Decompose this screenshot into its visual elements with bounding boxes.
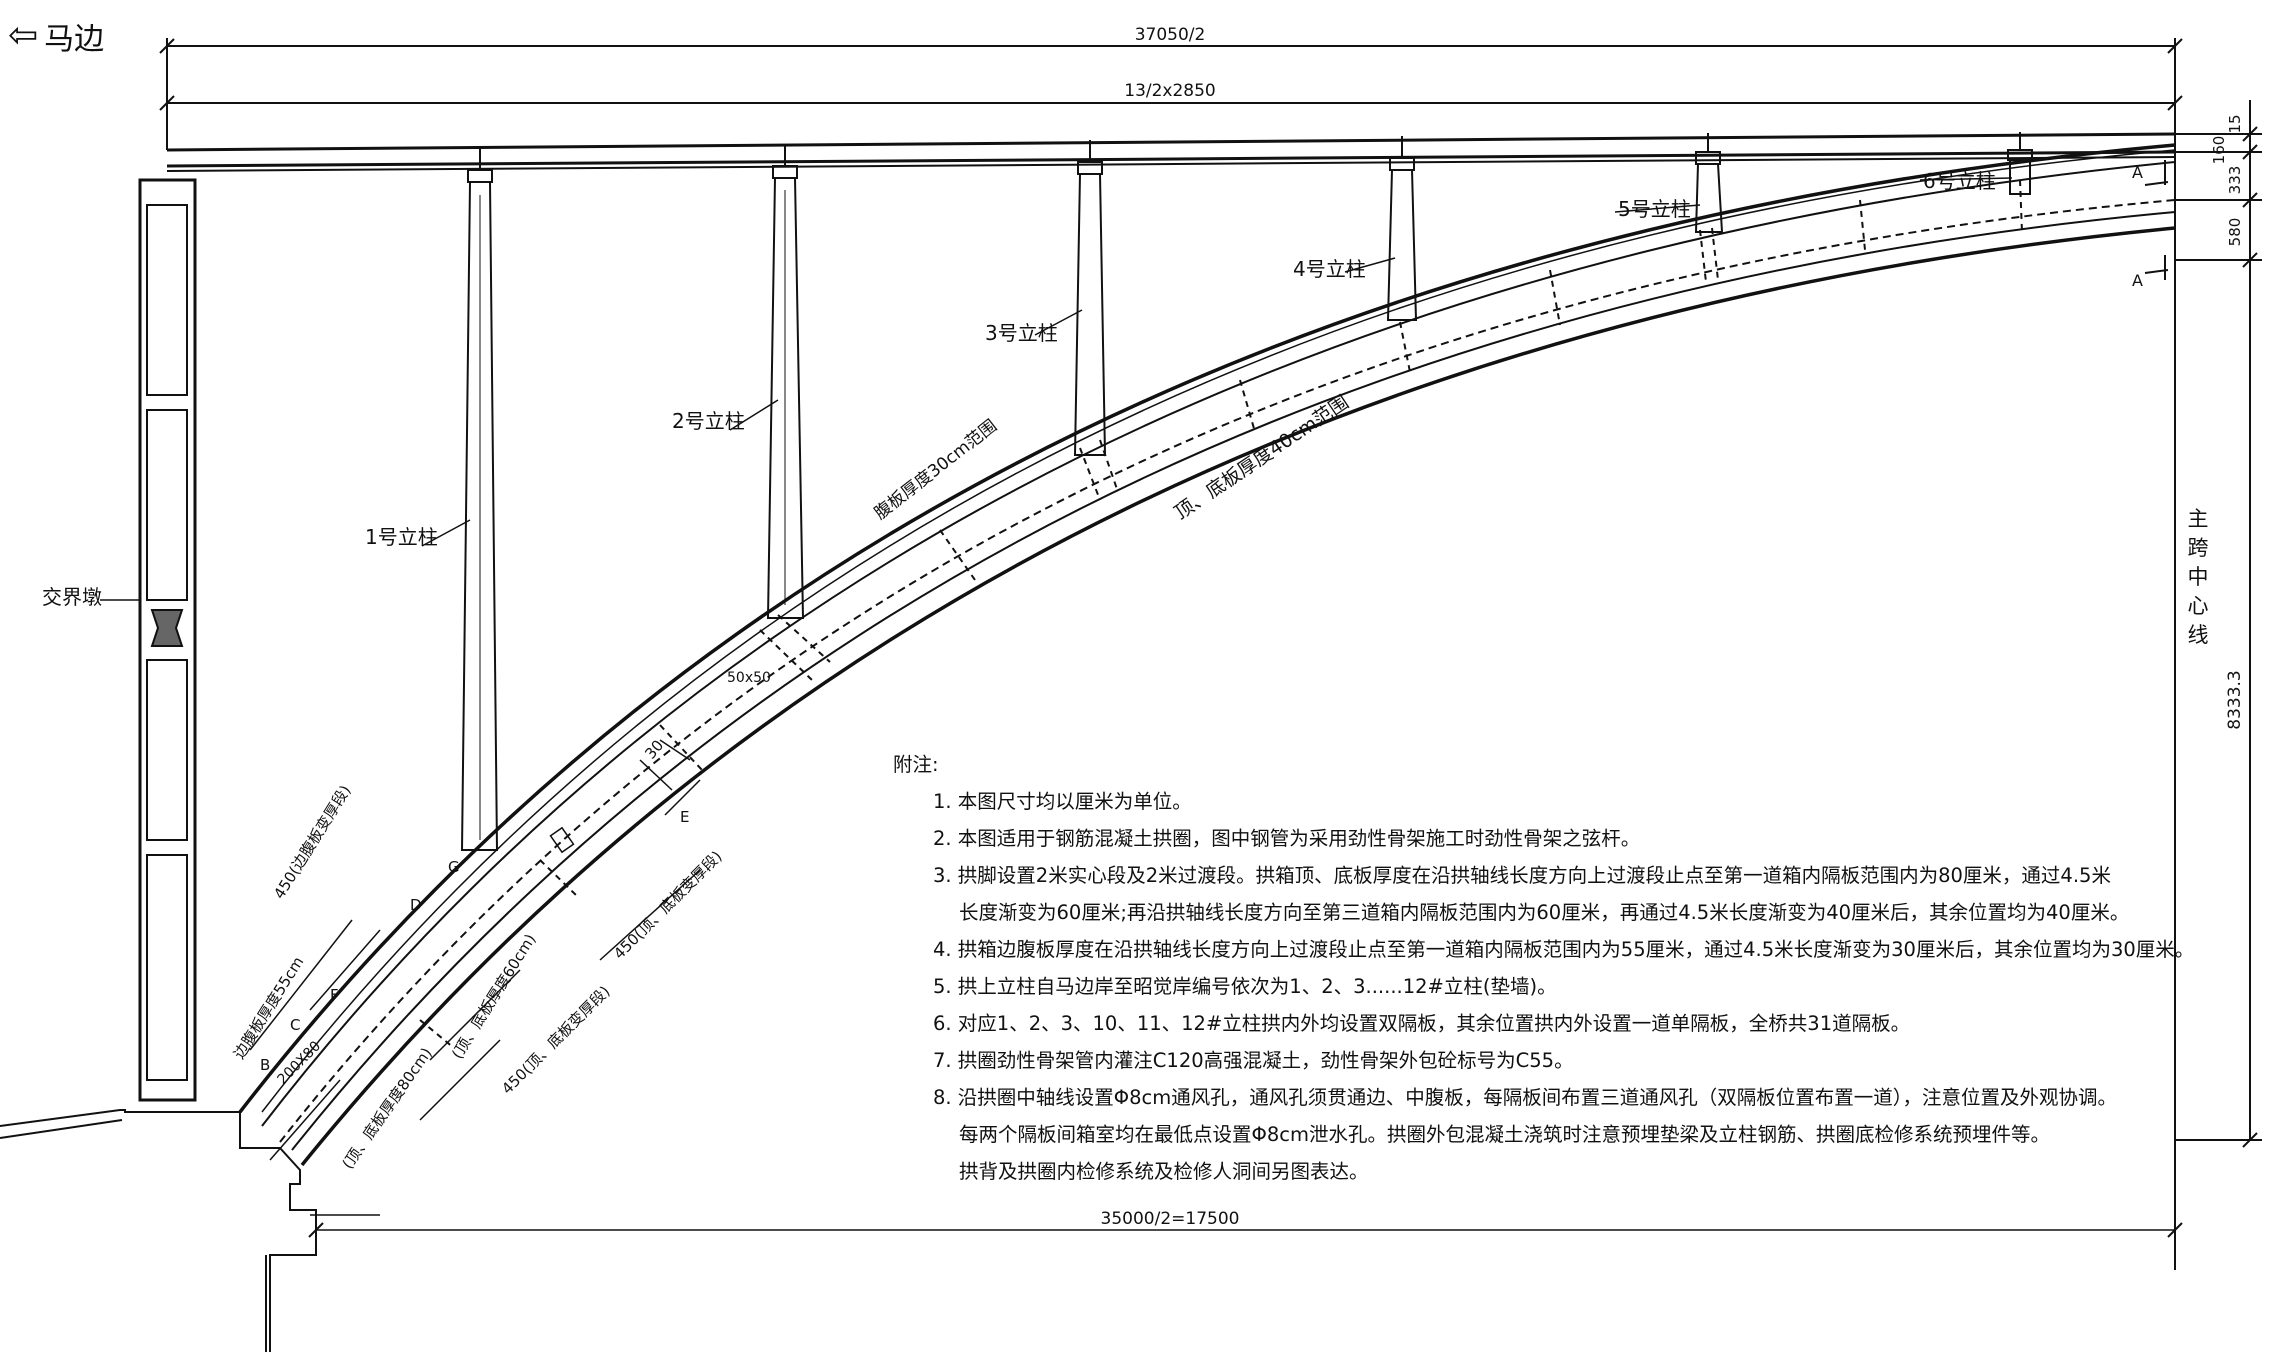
arch-ring xyxy=(238,143,2176,1167)
right-dimension-lines xyxy=(2175,100,2262,1148)
top-dimension-lines xyxy=(159,38,2183,1270)
seg-450-top-bottom-b-label: 450(顶、底板变厚段) xyxy=(498,982,614,1098)
column-2 xyxy=(766,144,805,619)
section-E-label: E xyxy=(680,808,689,826)
note-item-continuation: 拱背及拱圈内检修系统及检修人洞间另图表达。 xyxy=(959,1160,1369,1183)
back-label: 马边 xyxy=(44,22,105,57)
column-3-label: 3号立柱 xyxy=(985,321,1058,345)
column-3 xyxy=(1073,140,1107,456)
notes-block: 附注: 1. 本图尺寸均以厘米为单位。 2. 本图适用于钢筋混凝土拱圈，图中钢管… xyxy=(893,746,2195,1190)
right-dim-333: 333 xyxy=(2226,166,2244,195)
column-6 xyxy=(2007,132,2033,195)
pier-label: 交界墩 xyxy=(42,585,102,609)
column-1 xyxy=(460,148,499,851)
note-item: 7. 拱圈劲性骨架管内灌注C120高强混凝土，劲性骨架外包砼标号为C55。 xyxy=(933,1049,1574,1072)
abutment xyxy=(0,1109,317,1352)
section-D-label: D xyxy=(410,896,422,914)
right-dim-15: 15 xyxy=(2226,114,2244,133)
section-B-label: B xyxy=(260,1056,270,1074)
note-item: 4. 拱箱边腹板厚度在沿拱轴线长度方向上过渡段止点至第一道箱内隔板范围内为55厘… xyxy=(933,938,2195,961)
main-span-centerline-label: 主跨中心线 xyxy=(2187,507,2209,647)
right-dim-580: 580 xyxy=(2226,218,2244,247)
note-item: 8. 沿拱圈中轴线设置Φ8cm通风孔，通风孔须贯通边、中腹板，每隔板间布置三道通… xyxy=(933,1086,2118,1109)
top-total-dimension: 37050/2 xyxy=(1135,25,1206,45)
section-F-label: F xyxy=(330,986,339,1004)
leader-lines xyxy=(100,177,2013,601)
column-5 xyxy=(1694,133,1724,233)
right-dim-160: 160 xyxy=(2210,136,2228,165)
seg-450-side-label: 450(边腹板变厚段) xyxy=(270,782,354,902)
size-50x50-label: 50x50 xyxy=(727,670,771,686)
column-1-label: 1号立柱 xyxy=(365,525,438,549)
transition-pier xyxy=(138,178,197,1102)
top-spans-dimension: 13/2x2850 xyxy=(1124,81,1216,101)
side-web-55-label: 边腹板厚度55cm xyxy=(230,953,307,1062)
back-nav[interactable]: ⇦ 马边 xyxy=(8,14,104,58)
section-cut-marks xyxy=(2144,160,2169,280)
section-markers xyxy=(549,739,701,854)
note-item-continuation: 长度渐变为60厘米;再沿拱轴线长度方向至第三道箱内隔板范围内为60厘米，再通过4… xyxy=(959,901,2130,924)
column-6-label: 6号立柱 xyxy=(1923,169,1996,193)
note-item: 1. 本图尺寸均以厘米为单位。 xyxy=(933,790,1192,813)
size-200x80-label: 200X80 xyxy=(275,1038,325,1088)
section-A-top: A xyxy=(2132,163,2143,182)
dim-30-label: 30 xyxy=(641,736,667,762)
left-arrow-icon: ⇦ xyxy=(8,15,39,56)
column-2-label: 2号立柱 xyxy=(672,409,745,433)
top-bottom-thickness-label: 顶、底板厚度40cm范围 xyxy=(1170,391,1352,524)
column-4 xyxy=(1386,136,1418,321)
seg-450-top-bottom-a-label: 450(顶、底板变厚段) xyxy=(610,847,726,963)
section-G-label: G xyxy=(448,858,460,876)
notes-title: 附注: xyxy=(893,753,939,776)
column-4-label: 4号立柱 xyxy=(1293,257,1366,281)
springing-dimension-lines xyxy=(249,869,2183,1238)
arch-diaphragms xyxy=(419,179,2023,1049)
note-item: 5. 拱上立柱自马边岸至昭觉岸编号依次为1、2、3......12#立柱(垫墙)… xyxy=(933,975,1557,998)
column-5-label: 5号立柱 xyxy=(1618,197,1691,221)
note-item: 6. 对应1、2、3、10、11、12#立柱拱内外均设置双隔板，其余位置拱内外设… xyxy=(933,1012,1911,1035)
top-bottom-60-label: (顶、底板厚度60cm) xyxy=(448,931,539,1062)
section-A-bottom: A xyxy=(2132,271,2143,290)
note-item-continuation: 每两个隔板间箱室均在最低点设置Φ8cm泄水孔。拱圈外包混凝土浇筑时注意预埋垫梁及… xyxy=(959,1123,2050,1146)
right-dim-height: 8333.3 xyxy=(2225,670,2245,729)
note-item: 3. 拱脚设置2米实心段及2米过渡段。拱箱顶、底板厚度在沿拱轴线长度方向上过渡段… xyxy=(933,864,2111,887)
deck-beam xyxy=(166,132,2176,172)
bottom-total-dimension: 35000/2=17500 xyxy=(1101,1209,1240,1229)
note-item: 2. 本图适用于钢筋混凝土拱圈，图中钢管为采用劲性骨架施工时劲性骨架之弦杆。 xyxy=(933,827,1641,850)
section-C-label: C xyxy=(290,1016,300,1034)
